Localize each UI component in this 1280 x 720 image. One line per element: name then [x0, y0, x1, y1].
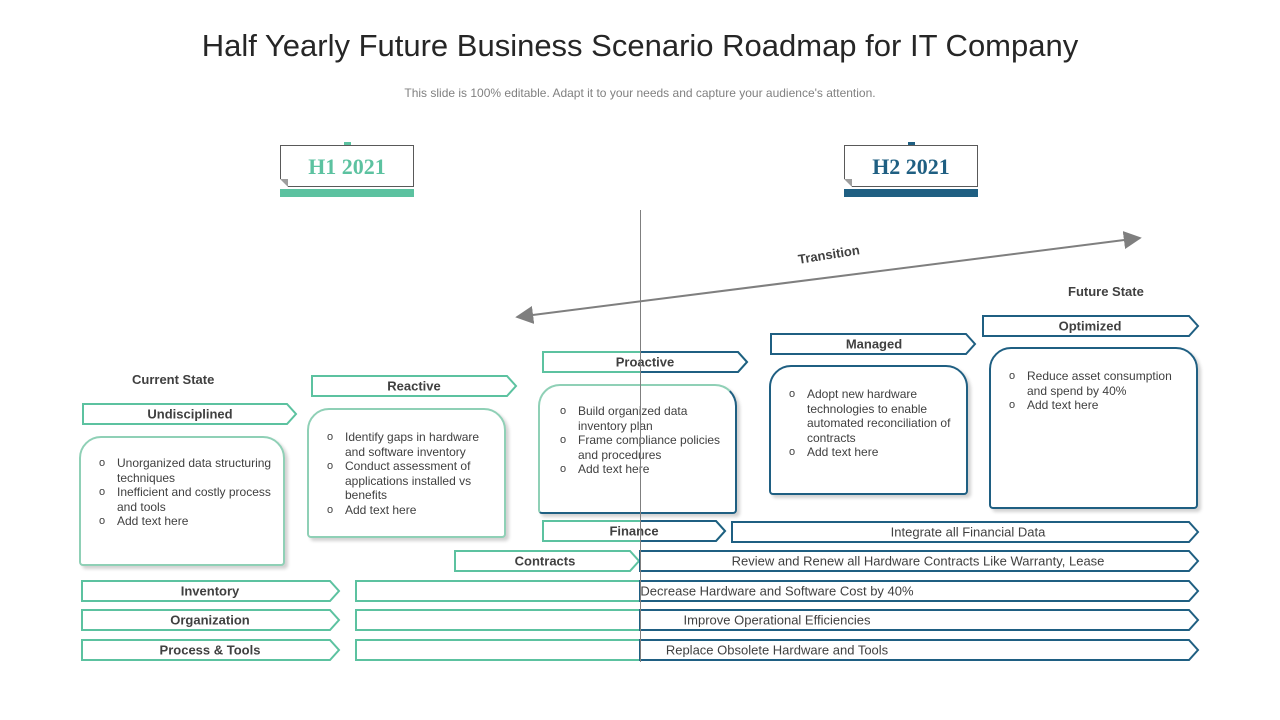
stage-card-proactive: Build organized data inventory plan Fram…	[538, 384, 737, 514]
svg-text:Improve Operational Efficienci: Improve Operational Efficiencies	[684, 613, 871, 628]
row-bar-contracts: Review and Renew all Hardware Contracts …	[639, 550, 1200, 572]
svg-text:Reactive: Reactive	[387, 379, 440, 394]
list-item: Inefficient and costly process and tools	[99, 485, 273, 514]
list-item: Build organized data inventory plan	[560, 404, 725, 433]
row-bar-finance: Integrate all Financial Data	[731, 521, 1200, 543]
svg-text:Proactive: Proactive	[616, 355, 675, 370]
stage-label-undisciplined: Undisciplined	[82, 403, 298, 425]
stage-card-reactive: Identify gaps in hardware and software i…	[307, 408, 506, 538]
h2-header-bar	[844, 189, 978, 197]
list-item: Unorganized data structuring techniques	[99, 456, 273, 485]
list-item: Adopt new hardware technologies to enabl…	[789, 387, 954, 445]
list-item: Add text here	[99, 514, 273, 529]
row-label-organization: Organization	[81, 609, 341, 631]
row-bar-process-tools: Replace Obsolete Hardware and Tools	[355, 639, 1200, 661]
svg-text:Decrease Hardware and Software: Decrease Hardware and Software Cost by 4…	[640, 584, 914, 599]
future-state-label: Future State	[1068, 284, 1144, 299]
list-item: Conduct assessment of applications insta…	[327, 459, 494, 503]
svg-text:Review and Renew all Hardware: Review and Renew all Hardware Contracts …	[732, 554, 1105, 569]
svg-text:Optimized: Optimized	[1059, 319, 1122, 334]
h1-header: H1 2021	[280, 145, 414, 187]
stage-card-managed: Adopt new hardware technologies to enabl…	[769, 365, 968, 495]
list-item: Add text here	[327, 503, 494, 518]
stage-label-managed: Managed	[770, 333, 977, 355]
row-label-finance: Finance	[542, 520, 727, 542]
row-bar-organization: Improve Operational Efficiencies	[355, 609, 1200, 631]
slide-title: Half Yearly Future Business Scenario Roa…	[201, 28, 1079, 63]
timeline-divider	[640, 210, 641, 662]
row-label-process-tools: Process & Tools	[81, 639, 341, 661]
svg-text:Organization: Organization	[170, 613, 250, 628]
svg-text:Contracts: Contracts	[515, 554, 576, 569]
svg-text:Inventory: Inventory	[181, 584, 240, 599]
svg-text:Integrate all Financial Data: Integrate all Financial Data	[891, 525, 1046, 540]
list-item: Reduce asset consumption and spend by 40…	[1009, 369, 1184, 398]
list-item: Add text here	[560, 462, 725, 477]
stage-card-optimized: Reduce asset consumption and spend by 40…	[989, 347, 1198, 509]
h1-header-bar	[280, 189, 414, 197]
stage-label-optimized: Optimized	[982, 315, 1200, 337]
stage-label-proactive: Proactive	[542, 351, 749, 373]
svg-text:Process & Tools: Process & Tools	[160, 643, 261, 658]
row-label-contracts: Contracts	[454, 550, 641, 572]
current-state-label: Current State	[132, 372, 215, 387]
h2-header-label: H2 2021	[872, 154, 950, 179]
stage-label-reactive: Reactive	[311, 375, 518, 397]
row-label-inventory: Inventory	[81, 580, 341, 602]
slide-subtitle: This slide is 100% editable. Adapt it to…	[404, 86, 876, 100]
svg-text:Managed: Managed	[846, 337, 902, 352]
h1-header-label: H1 2021	[308, 154, 386, 179]
list-item: Add text here	[1009, 398, 1184, 413]
svg-text:Finance: Finance	[609, 524, 658, 539]
svg-text:Undisciplined: Undisciplined	[147, 407, 232, 422]
stage-card-undisciplined: Unorganized data structuring techniques …	[79, 436, 285, 566]
list-item: Add text here	[789, 445, 954, 460]
list-item: Identify gaps in hardware and software i…	[327, 430, 494, 459]
svg-text:Replace Obsolete Hardware and: Replace Obsolete Hardware and Tools	[666, 643, 889, 658]
h2-header-fold	[844, 179, 852, 187]
h1-header-fold	[280, 179, 288, 187]
h2-header: H2 2021	[844, 145, 978, 187]
row-bar-inventory: Decrease Hardware and Software Cost by 4…	[355, 580, 1200, 602]
